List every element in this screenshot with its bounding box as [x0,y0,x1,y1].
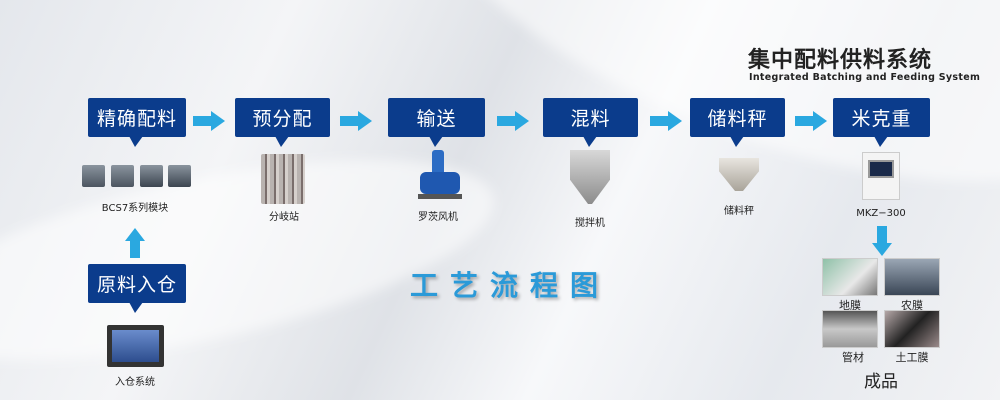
product-image [822,258,878,296]
arrow-right-icon [497,111,531,131]
step-storage-scale: 储料秤 [690,98,785,147]
product-image [884,310,940,348]
arrow-up-icon [125,228,145,258]
product-label: 土工膜 [895,351,929,364]
device-label: BCS7系列模块 [101,203,169,214]
arrow-right-icon [340,111,374,131]
mkz-300-controller-image [862,152,900,200]
flow-chart-title: 工艺流程图 [410,269,611,302]
device-label: 分岐站 [269,212,299,223]
arrow-right-icon [795,111,829,131]
device-label: 入仓系统 [115,377,155,388]
product-image [884,258,940,296]
arrow-right-icon [193,111,227,131]
manifold-station-image [261,154,305,204]
step-raw-material-input: 原料入仓 [88,264,186,313]
product-image [822,310,878,348]
bcs7-modules-image [82,165,191,190]
arrow-right-icon [650,111,684,131]
system-subtitle: Integrated Batching and Feeding System [749,72,981,83]
device-label: 罗茨风机 [418,212,458,223]
hmi-panel-image [107,325,164,367]
products-title: 成品 [864,372,898,392]
mixer-image [570,150,610,204]
system-title: 集中配料供料系统 [748,48,933,73]
device-label: MKZ−300 [856,208,906,219]
product-label: 地膜 [839,299,861,312]
step-gram-weight: 米克重 [833,98,930,147]
product-label: 农膜 [901,299,923,312]
step-pre-distribution: 预分配 [235,98,330,147]
step-conveying: 输送 [388,98,485,147]
device-label: 搅拌机 [575,218,605,229]
storage-scale-image [719,158,759,191]
step-mixing: 混料 [543,98,638,147]
step-precise-batching: 精确配料 [88,98,186,147]
product-label: 管材 [842,351,864,364]
device-label: 储料秤 [724,206,754,217]
arrow-down-icon [872,226,892,256]
roots-blower-image [418,150,462,202]
